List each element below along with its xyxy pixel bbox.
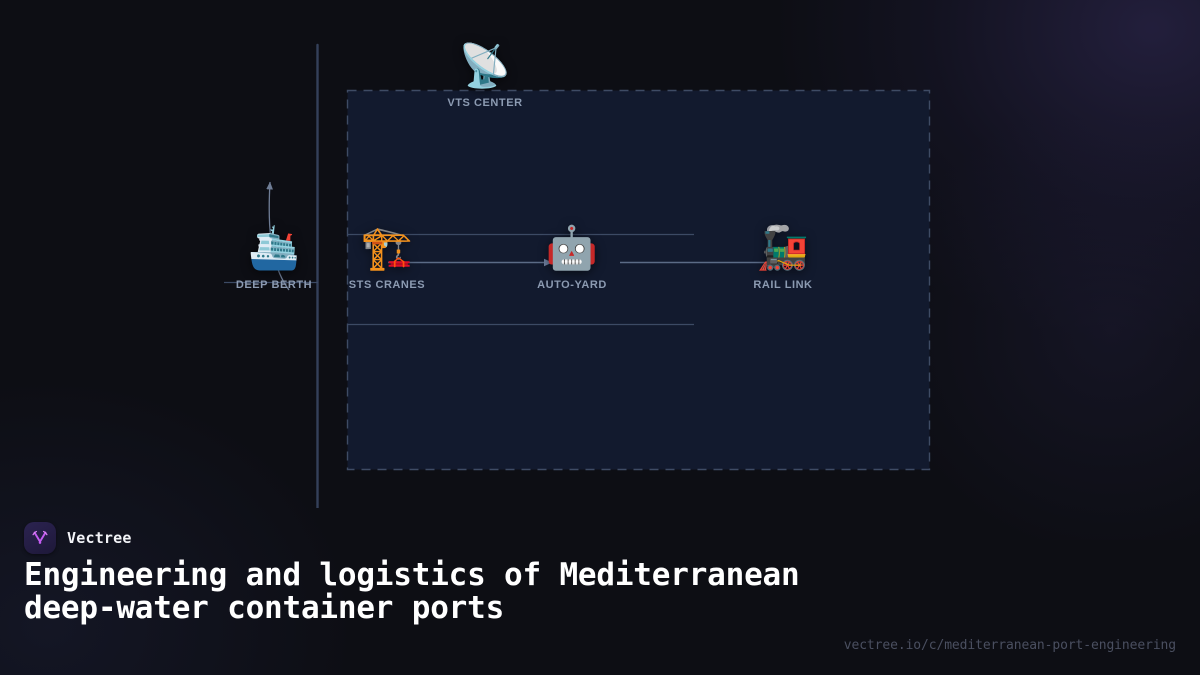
node-auto-yard[interactable]: 🤖 AUTO-YARD (507, 222, 637, 291)
node-label-deep-berth: DEEP BERTH (235, 279, 313, 291)
node-label-rail-link: RAIL LINK (753, 279, 813, 291)
node-label-vts-center: VTS CENTER (447, 97, 523, 109)
page-title: Engineering and logistics of Mediterrane… (24, 557, 800, 626)
diagram-canvas: 🛳️ DEEP BERTH 📡 VTS CENTER 🏗️ STS CRANES… (209, 40, 931, 508)
brand-name: Vectree (67, 529, 132, 547)
node-deep-berth[interactable]: 🛳️ DEEP BERTH (209, 222, 339, 291)
node-rail-link[interactable]: 🚂 RAIL LINK (718, 222, 848, 291)
locomotive-icon: 🚂 (756, 224, 810, 271)
node-label-sts-cranes: STS CRANES (348, 279, 426, 291)
brand[interactable]: Vectree (24, 522, 132, 554)
share-url: vectree.io/c/mediterranean-port-engineer… (843, 638, 1176, 653)
node-vts-center[interactable]: 📡 VTS CENTER (420, 40, 550, 109)
vectree-logo-icon (24, 522, 56, 554)
passenger-ship-icon: 🛳️ (247, 224, 301, 271)
satellite-antenna-icon: 📡 (458, 42, 512, 89)
footer: Vectree Engineering and logistics of Med… (0, 508, 1200, 675)
robot-icon: 🤖 (545, 224, 599, 271)
construction-crane-icon: 🏗️ (360, 224, 414, 271)
node-label-auto-yard: AUTO-YARD (537, 279, 607, 291)
node-sts-cranes[interactable]: 🏗️ STS CRANES (322, 222, 452, 291)
